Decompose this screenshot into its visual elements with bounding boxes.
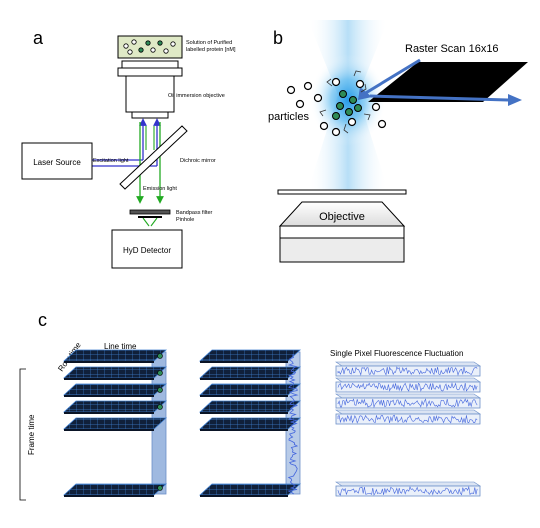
fluctuation-traces [335, 361, 481, 497]
left-frame-plane [62, 417, 168, 430]
fluctuation-trace-line [337, 382, 478, 392]
dichroic-label: Dichroic mirror [180, 158, 216, 164]
left-frame-edge [64, 412, 154, 414]
right-frame-edge [200, 395, 288, 397]
left-frame-plane [62, 483, 168, 496]
particles-label: particles [268, 111, 309, 123]
right-frame-plane [198, 400, 302, 413]
fluctuation-bar [335, 397, 481, 409]
panel-c: c Frame time Row time Line time Single P… [19, 310, 481, 501]
emission-label: Emission light [143, 186, 177, 192]
coverslip [277, 189, 407, 195]
right-frame-edge [200, 378, 288, 380]
right-frame-plane [198, 383, 302, 396]
left-frame-edge [64, 361, 154, 363]
raster-scan-label: Raster Scan 16x16 [405, 43, 499, 55]
right-frame-plane [198, 349, 302, 362]
objective-label: Oil immersion objective [168, 93, 225, 99]
right-frame-plane [198, 483, 302, 496]
fluctuation-bar-top [335, 361, 481, 367]
fluctuation-title: Single Pixel Fluorescence Fluctuation [330, 349, 463, 358]
pinhole [138, 216, 162, 218]
sample-label-line2: labelled protein [nM] [186, 47, 236, 53]
focal-volume [310, 54, 386, 146]
objective-b-label: Objective [319, 211, 365, 223]
fluctuation-bar [335, 485, 481, 497]
particles-cluster [286, 77, 387, 137]
frame-stack-right [198, 349, 302, 497]
pinhole-label: Pinhole [176, 217, 194, 223]
hyd-detector-box [111, 229, 183, 269]
left-frame-plane [62, 400, 168, 413]
left-frame-plane [62, 366, 168, 379]
right-frame-edge [200, 412, 288, 414]
fluctuation-bar-top [335, 377, 481, 383]
left-frame-plane [62, 383, 168, 396]
right-frame-edge [200, 429, 288, 431]
laser-source-box [21, 142, 93, 180]
column-intensity-trace [287, 353, 299, 495]
right-frame-edge [200, 361, 288, 363]
panel-a: a Solution of Purified labelled protein … [21, 28, 236, 269]
fluctuation-bar [335, 365, 481, 377]
fluctuation-trace-line [337, 398, 478, 409]
fluctuation-trace-line [337, 485, 478, 496]
highlighted-pixels-left [157, 353, 163, 491]
bandpass-filter [129, 209, 171, 215]
panel-b: b Raster Scan 16x16 [268, 20, 528, 263]
left-frame-edge [64, 378, 154, 380]
dichroic-mirror [119, 125, 188, 190]
frame-time-label: Frame time [27, 414, 36, 455]
detector-label: HyD Detector [123, 246, 171, 255]
right-frame-edge [200, 495, 288, 497]
excitation-label: Excitation light [93, 158, 129, 164]
left-frame-edge [64, 429, 154, 431]
fluctuation-bar-top [335, 481, 481, 487]
fluctuation-trace-line [337, 366, 478, 376]
left-frame-edge [64, 395, 154, 397]
fluctuation-bar [335, 381, 481, 393]
filter-label: Bandpass filter [176, 210, 213, 216]
sample-label-line1: Solution of Purified [186, 40, 232, 46]
fluctuation-bar-top [335, 409, 481, 415]
panel-a-letter: a [33, 28, 44, 48]
right-frame-plane [198, 417, 302, 430]
panel-c-letter: c [38, 310, 47, 330]
line-time-label: Line time [104, 342, 137, 351]
emission-beam [136, 122, 164, 227]
labelled-particles [332, 90, 362, 120]
fluctuation-bar [335, 413, 481, 425]
laser-source-label: Laser Source [33, 158, 81, 167]
fluctuation-bar-top [335, 393, 481, 399]
frame-time-bracket [19, 368, 26, 501]
frame-stack-left [62, 349, 168, 497]
raster-scan-arrow [358, 58, 528, 106]
left-frame-edge [64, 495, 154, 497]
sample-particles [123, 39, 176, 55]
fluctuation-trace-line [337, 414, 478, 424]
left-frame-plane [62, 349, 168, 362]
oil-immersion-objective [117, 60, 183, 119]
objective-lens [278, 201, 406, 263]
panel-b-letter: b [273, 28, 283, 48]
particle-tails [319, 70, 371, 134]
right-frame-plane [198, 366, 302, 379]
